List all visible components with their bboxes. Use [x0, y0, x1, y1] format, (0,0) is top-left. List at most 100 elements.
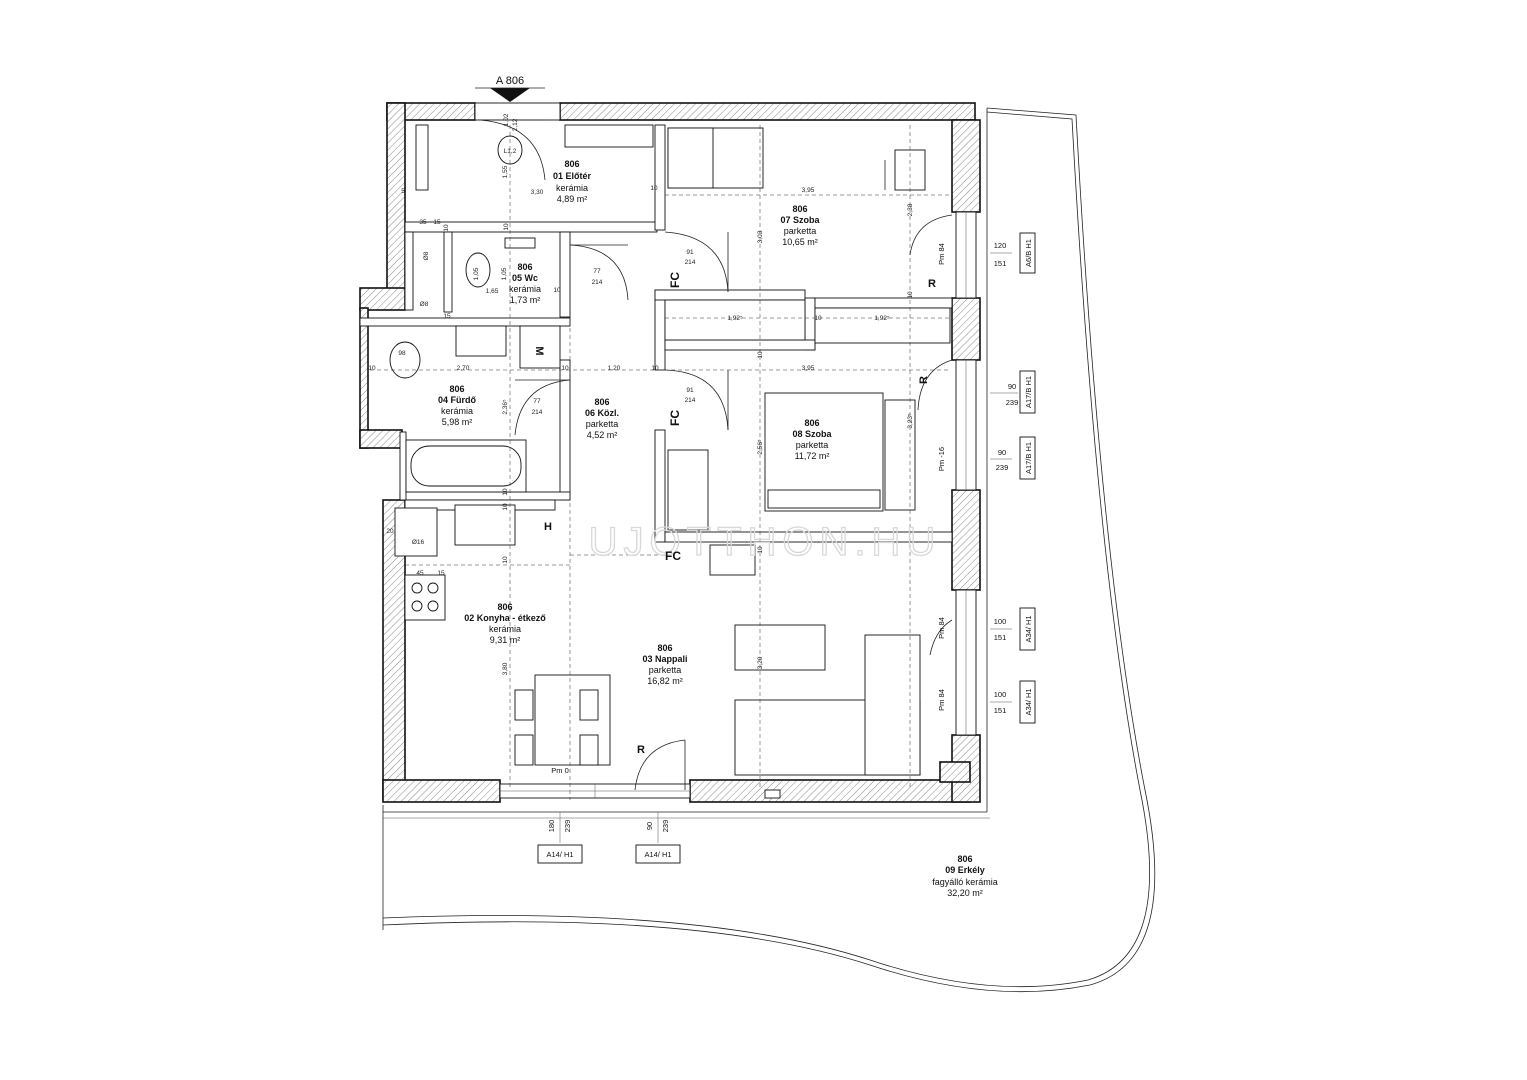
room-label-wc: 806 05 Wc kerámia 1,73 m²	[509, 262, 541, 305]
svg-text:20: 20	[386, 528, 394, 535]
svg-text:1,55: 1,55	[502, 165, 509, 178]
svg-text:10: 10	[757, 351, 764, 359]
svg-text:806: 806	[564, 159, 579, 169]
room-label-furdo: 806 04 Fürdő kerámia 5,98 m²	[438, 384, 477, 427]
window-tag-a34-2: A34/ H1 100 151	[990, 680, 1036, 724]
svg-text:100: 100	[994, 690, 1007, 699]
svg-text:kerámia: kerámia	[509, 284, 541, 294]
svg-text:10: 10	[651, 365, 659, 372]
svg-text:Pm -16: Pm -16	[937, 447, 946, 471]
svg-text:A6/B H1: A6/B H1	[1024, 239, 1033, 267]
svg-text:806: 806	[449, 384, 464, 394]
svg-text:3,95: 3,95	[802, 187, 815, 194]
svg-text:91: 91	[686, 249, 694, 256]
svg-text:2,70: 2,70	[457, 365, 470, 372]
window-tag-a6b: A6/B H1 120 151	[990, 232, 1036, 274]
window-tag-a17b-2: A17/B H1 90 239	[990, 436, 1036, 480]
sill-labels: Pm 84 Pm -16 Pm 84 Pm 84 Pm 0	[551, 243, 946, 775]
svg-text:90: 90	[998, 448, 1006, 457]
svg-text:Pm 0: Pm 0	[551, 766, 569, 775]
svg-text:09 Erkély: 09 Erkély	[945, 865, 985, 875]
svg-text:2,56⁵: 2,56⁵	[757, 439, 764, 455]
svg-text:90: 90	[1008, 382, 1016, 391]
svg-text:Pm 84: Pm 84	[937, 243, 946, 265]
svg-text:3,23⁵: 3,23⁵	[907, 413, 914, 429]
svg-text:1,20: 1,20	[608, 365, 621, 372]
svg-text:10: 10	[368, 365, 376, 372]
room-label-eloter: 806 01 Előtér kerámia 4,89 m²	[553, 159, 592, 204]
svg-text:Ø8: Ø8	[420, 301, 429, 308]
svg-text:10: 10	[650, 185, 658, 192]
svg-text:06 Közl.: 06 Közl.	[585, 408, 619, 418]
watermark: UJOTTHON.HU	[589, 520, 942, 564]
svg-text:15: 15	[443, 313, 451, 320]
svg-text:10: 10	[443, 224, 450, 232]
svg-text:16,82 m²: 16,82 m²	[647, 676, 683, 686]
svg-text:77: 77	[533, 398, 541, 405]
svg-text:FC: FC	[665, 549, 681, 563]
room-label-kozl: 806 06 Közl. parketta 4,52 m²	[585, 397, 619, 440]
reference-lines	[370, 125, 950, 800]
svg-text:98: 98	[398, 350, 406, 357]
svg-text:239: 239	[661, 820, 670, 833]
svg-text:03 Nappali: 03 Nappali	[642, 654, 687, 664]
svg-text:M: M	[533, 346, 545, 355]
svg-text:Pm 84: Pm 84	[937, 689, 946, 711]
svg-text:R: R	[918, 376, 930, 384]
svg-text:05 Wc: 05 Wc	[512, 273, 538, 283]
svg-text:239: 239	[1006, 398, 1019, 407]
window-tag-a14-2: A14/ H1 90 239	[635, 812, 681, 864]
svg-text:parketta: parketta	[784, 226, 817, 236]
svg-text:FC: FC	[668, 410, 682, 426]
svg-text:9,31 m²: 9,31 m²	[490, 635, 521, 645]
svg-text:90: 90	[645, 822, 654, 830]
svg-text:5,98 m²: 5,98 m²	[442, 417, 473, 427]
exterior-walls	[359, 102, 981, 803]
svg-text:45: 45	[416, 570, 424, 577]
svg-text:L1,2: L1,2	[504, 148, 517, 155]
room-label-konyha: 806 02 Konyha - étkező kerámia 9,31 m²	[464, 602, 546, 645]
svg-text:120: 120	[994, 241, 1007, 250]
balcony-outline	[382, 107, 1156, 993]
svg-text:806: 806	[804, 418, 819, 428]
svg-text:10: 10	[502, 503, 509, 511]
svg-text:11,72 m²: 11,72 m²	[795, 451, 830, 461]
svg-text:806: 806	[792, 204, 807, 214]
svg-text:A14/ H1: A14/ H1	[644, 850, 671, 859]
svg-text:10: 10	[553, 287, 561, 294]
svg-text:parketta: parketta	[649, 665, 682, 675]
svg-text:214: 214	[685, 397, 696, 404]
svg-text:A14/ H1: A14/ H1	[546, 850, 573, 859]
window-tag-a34-1: A34/ H1 100 151	[990, 607, 1036, 651]
svg-text:806: 806	[517, 262, 532, 272]
svg-text:151: 151	[994, 706, 1007, 715]
svg-text:2,38: 2,38	[907, 203, 914, 216]
svg-text:kerámia: kerámia	[556, 183, 588, 193]
svg-text:4,52 m²: 4,52 m²	[587, 430, 618, 440]
svg-text:Pm 84: Pm 84	[937, 617, 946, 639]
svg-text:1,02: 1,02	[503, 113, 510, 126]
svg-text:1,92⁵: 1,92⁵	[727, 315, 743, 322]
svg-text:239: 239	[996, 463, 1009, 472]
svg-text:10: 10	[814, 315, 822, 322]
svg-text:3,03: 3,03	[757, 230, 764, 243]
svg-text:3,95: 3,95	[802, 365, 815, 372]
svg-text:1,05: 1,05	[501, 267, 508, 280]
svg-text:H: H	[544, 521, 552, 533]
window-tag-a14-1: A14/ H1 180 239	[537, 812, 583, 864]
room-label-szoba07: 806 07 Szoba parketta 10,65 m²	[780, 204, 820, 247]
svg-text:A34/ H1: A34/ H1	[1024, 688, 1033, 715]
svg-text:3,80: 3,80	[502, 662, 509, 675]
svg-text:5: 5	[401, 188, 405, 195]
svg-text:kerámia: kerámia	[489, 624, 521, 634]
furniture	[389, 124, 951, 799]
svg-text:180: 180	[547, 820, 556, 833]
svg-text:FC: FC	[668, 272, 682, 288]
svg-text:07 Szoba: 07 Szoba	[780, 215, 820, 225]
windows	[499, 211, 977, 799]
svg-text:parketta: parketta	[796, 440, 829, 450]
svg-text:2,36⁵: 2,36⁵	[502, 399, 509, 415]
svg-text:10: 10	[907, 291, 914, 299]
svg-text:2,12: 2,12	[512, 118, 519, 131]
svg-text:806: 806	[594, 397, 609, 407]
